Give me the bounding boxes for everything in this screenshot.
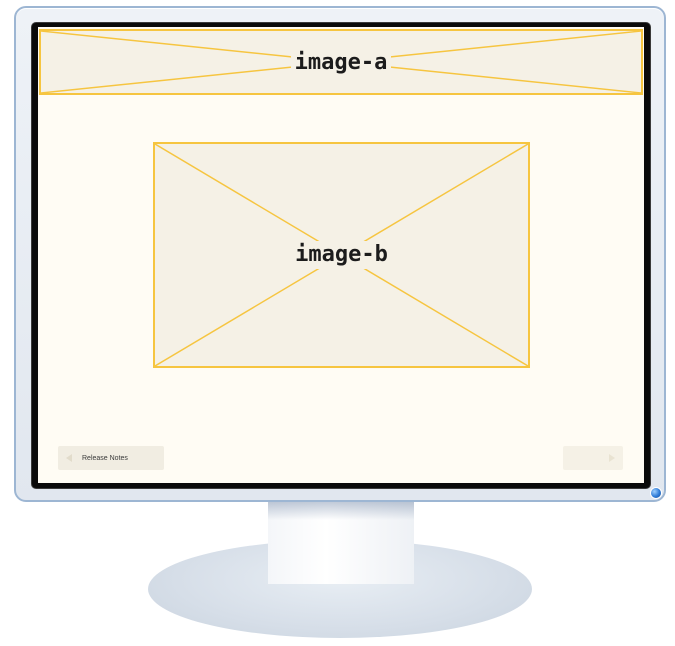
right-triangle-icon: [609, 454, 615, 462]
monitor-neck-shadow: [268, 502, 414, 520]
next-button[interactable]: [563, 446, 623, 470]
image-b-placeholder: image-b: [153, 142, 530, 368]
release-notes-label: Release Notes: [82, 455, 128, 462]
release-notes-button[interactable]: Release Notes: [58, 446, 164, 470]
left-triangle-icon: [66, 454, 72, 462]
power-led-icon: [651, 488, 661, 498]
image-a-label: image-a: [291, 49, 392, 77]
screen: image-a image-b Release Notes: [38, 27, 644, 483]
image-b-label: image-b: [291, 241, 392, 269]
image-a-placeholder: image-a: [39, 29, 643, 95]
